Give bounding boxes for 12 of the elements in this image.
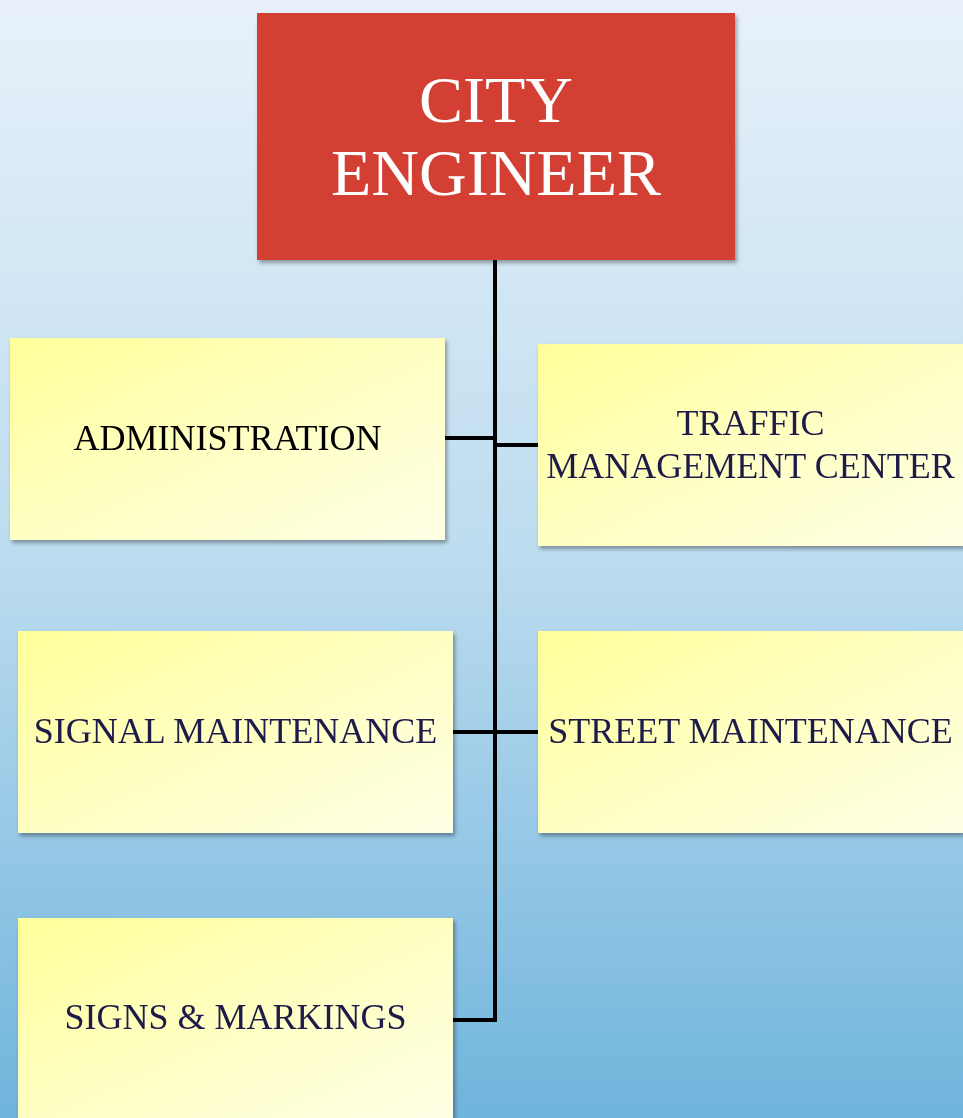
- department-name: ADMINISTRATION: [73, 417, 382, 461]
- department-name: TRAFFIC MANAGEMENT CENTER: [546, 401, 955, 488]
- department-box: [538, 344, 963, 546]
- department-box: [18, 631, 453, 833]
- title-text: CITY ENGINEER: [330, 63, 662, 210]
- department-box: [18, 918, 453, 1118]
- department-box: [10, 338, 445, 540]
- department-name: SIGNAL MAINTENANCE: [33, 710, 438, 754]
- head-box: [257, 13, 735, 260]
- department-name: SIGNS & MARKINGS: [64, 996, 407, 1040]
- department-name: STREET MAINTENANCE: [548, 710, 953, 754]
- department-box: [538, 631, 963, 833]
